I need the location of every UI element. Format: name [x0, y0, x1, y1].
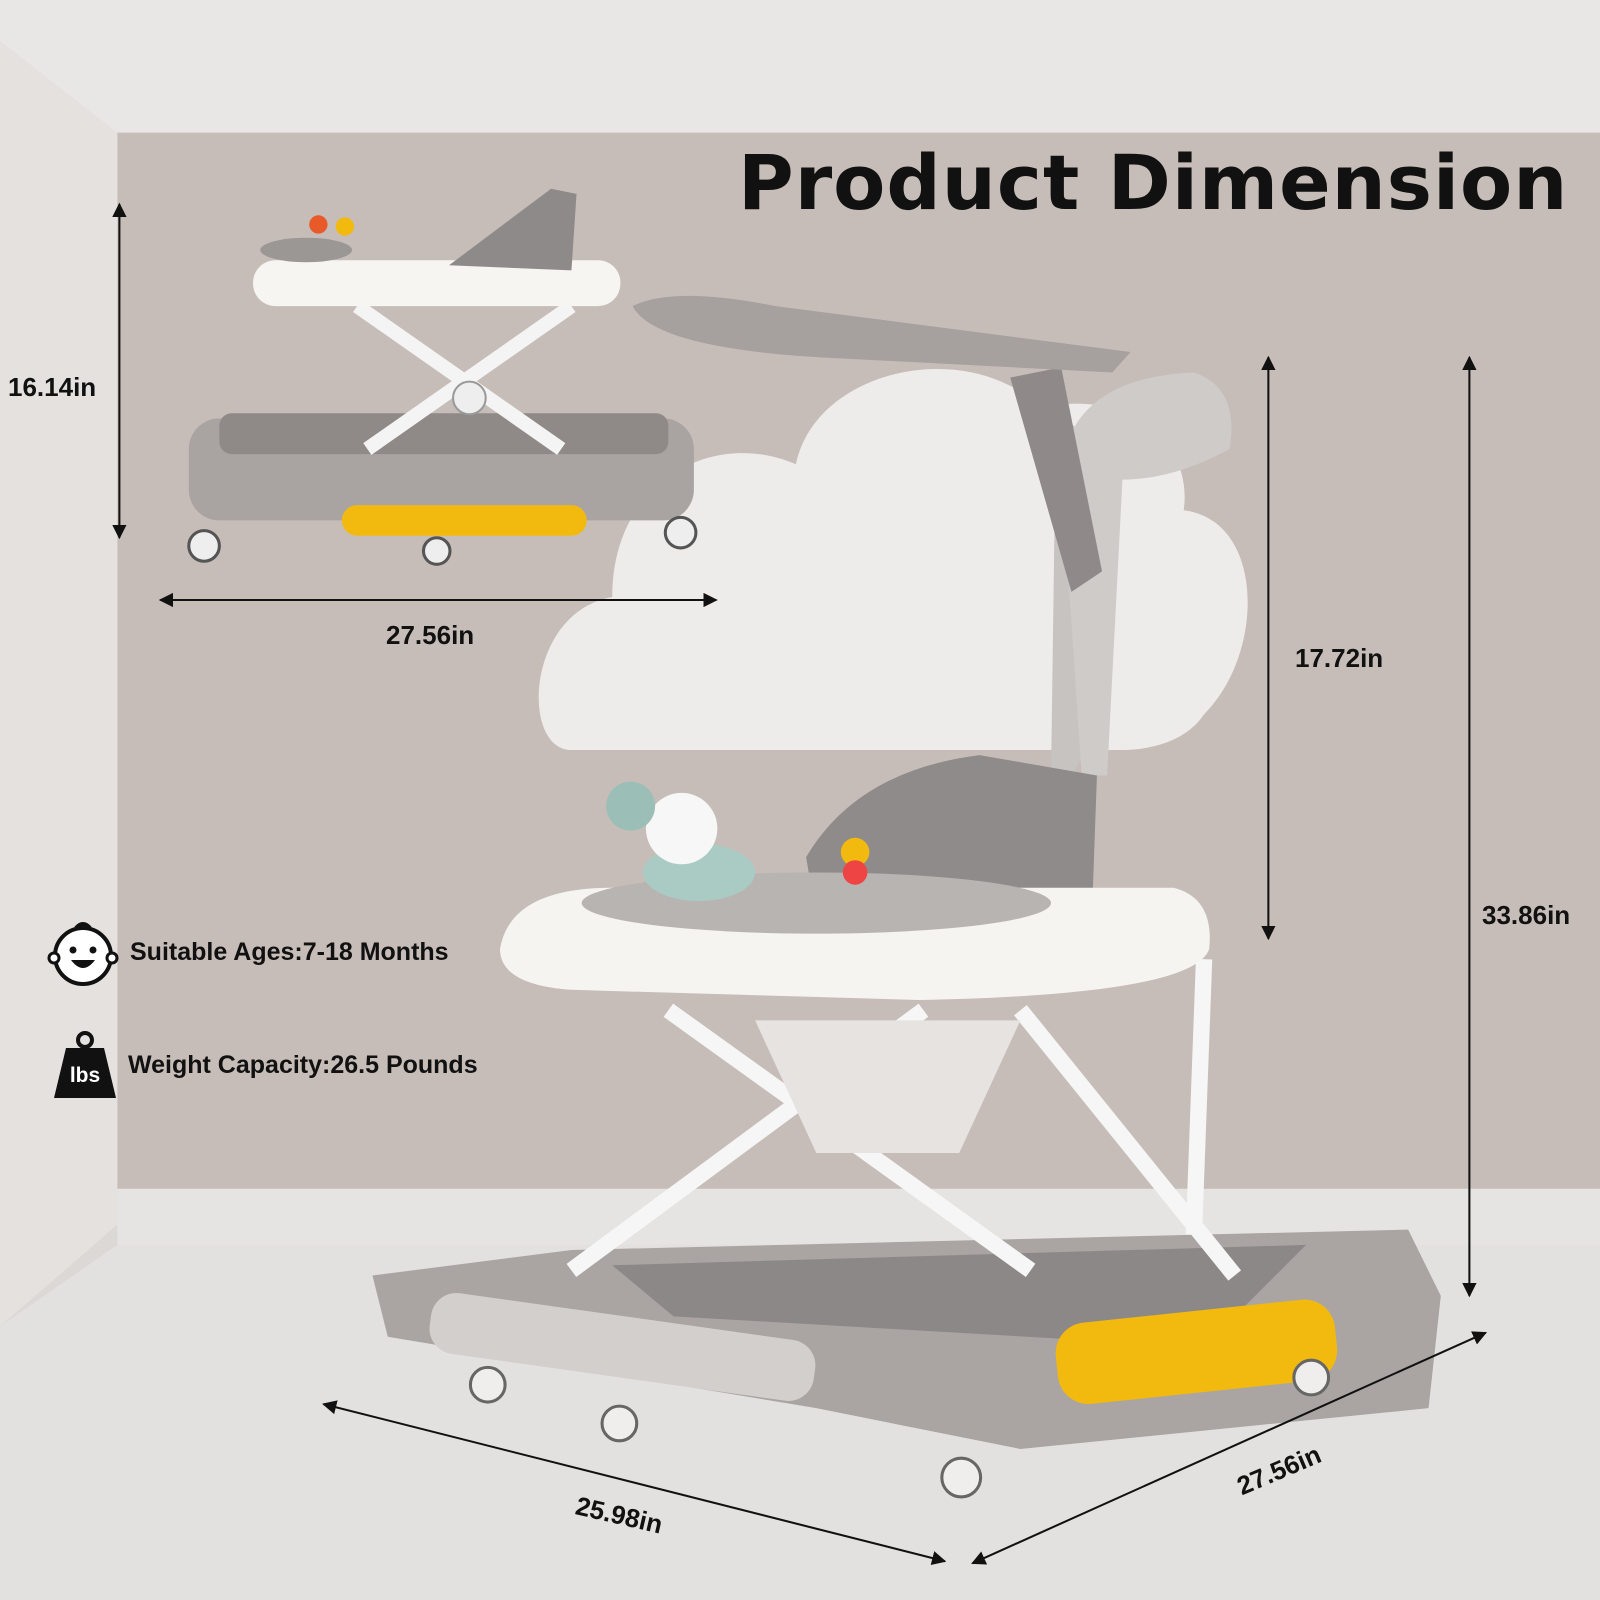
folded-walker-image — [187, 188, 698, 566]
weight-icon-label: lbs — [69, 1064, 101, 1087]
folded-height-label: 16.14in — [8, 372, 97, 402]
feature-weight-text: Weight Capacity:26.5 Pounds — [128, 1050, 478, 1079]
walker-image — [372, 295, 1441, 1499]
folded-width-label: 27.56in — [386, 620, 475, 650]
feature-ages-text: Suitable Ages:7-18 Months — [130, 937, 449, 966]
weight-icon: lbs — [52, 1030, 118, 1100]
total-height-label: 33.86in — [1482, 900, 1571, 930]
feature-weight: lbs Weight Capacity:26.5 Pounds — [52, 1030, 478, 1100]
baby-face-icon — [47, 922, 119, 986]
ceiling — [0, 0, 1600, 133]
page-title: Product Dimension — [738, 138, 1569, 227]
dimension-lines — [112, 202, 1488, 1565]
feature-ages: Suitable Ages:7-18 Months — [46, 918, 449, 986]
left-wall — [0, 40, 118, 1327]
canopy-height-label: 17.72in — [1295, 643, 1384, 673]
